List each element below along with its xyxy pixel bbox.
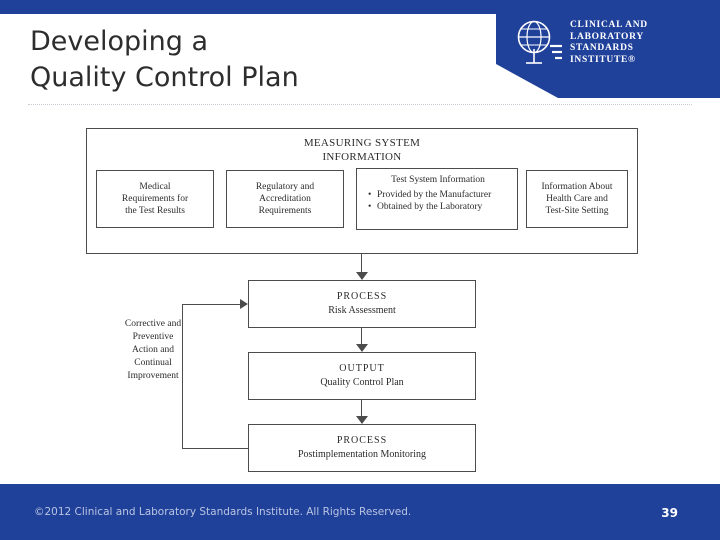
test-system-bullet-1: Provided by the Manufacturer [368,189,511,202]
feedback-loop-bottom-segment [182,448,248,449]
measuring-system-title-line-2: INFORMATION [322,151,402,163]
information-about-line-1: Information About [541,182,613,192]
feedback-loop-top-segment [182,304,242,305]
arrow-line-1 [361,254,362,272]
logo-line-4: INSTITUTE® [570,54,636,65]
regulatory-requirements-line-1: Regulatory and [255,182,315,192]
arrow-head-1 [356,272,368,280]
copyright-text: ©2012 Clinical and Laboratory Standards … [34,506,412,518]
slide-number: 39 [661,506,678,520]
page-title-line-1: Developing a [30,26,209,57]
clsi-logo: CLINICAL AND LABORATORY STANDARDS INSTIT… [512,16,708,82]
process-monitoring-head: PROCESS [336,435,388,446]
arrow-head-3 [356,416,368,424]
measuring-system-title: MEASURING SYSTEM INFORMATION [86,136,638,164]
logo-line-1: CLINICAL AND [570,20,648,30]
process-postimplementation-monitoring-box: PROCESS Postimplementation Monitoring [248,424,476,472]
page-title-line-2: Quality Control Plan [30,62,299,93]
process-risk-assessment-sub: Risk Assessment [328,305,396,316]
output-head: OUTPUT [339,363,385,374]
medical-requirements-line-2: Requirements for [121,194,189,204]
regulatory-requirements-line-3: Requirements [258,206,312,216]
measuring-system-title-line-1: MEASURING SYSTEM [303,137,421,149]
information-about-setting-box: Information About Health Care and Test-S… [526,170,628,228]
test-system-bullet-2: Obtained by the Laboratory [368,201,511,214]
process-risk-assessment-head: PROCESS [336,291,388,302]
test-system-heading: Test System Information [391,175,485,185]
output-sub: Quality Control Plan [320,377,404,388]
test-system-bullet-list: Provided by the Manufacturer Obtained by… [365,189,511,214]
feedback-loop-arrow-head [240,299,248,309]
process-monitoring-sub: Postimplementation Monitoring [297,449,427,460]
arrow-head-2 [356,344,368,352]
medical-requirements-line-1: Medical [139,182,171,192]
arrow-line-2 [361,328,362,344]
medical-requirements-box: Medical Requirements for the Test Result… [96,170,214,228]
logo-wordmark: CLINICAL AND LABORATORY STANDARDS INSTIT… [570,16,648,66]
globe-icon [512,16,564,68]
regulatory-requirements-line-2: Accreditation [259,194,311,204]
information-about-line-2: Health Care and [546,194,608,204]
information-about-line-3: Test-Site Setting [545,206,609,216]
quality-control-plan-diagram: MEASURING SYSTEM INFORMATION Medical Req… [86,128,638,480]
footer-band [0,484,720,540]
feedback-loop-label: Corrective and Preventive Action and Con… [124,319,182,381]
regulatory-requirements-box: Regulatory and Accreditation Requirement… [226,170,344,228]
test-system-information-box: Test System Information Provided by the … [356,168,518,230]
arrow-line-3 [361,400,362,416]
output-quality-control-plan-box: OUTPUT Quality Control Plan [248,352,476,400]
logo-line-2: LABORATORY [570,31,644,42]
page-title: Developing a Quality Control Plan [30,24,450,96]
feedback-loop-vertical-segment [182,304,183,448]
title-divider [28,104,692,105]
process-risk-assessment-box: PROCESS Risk Assessment [248,280,476,328]
logo-line-3: STANDARDS [570,43,634,53]
medical-requirements-line-3: the Test Results [125,206,185,216]
